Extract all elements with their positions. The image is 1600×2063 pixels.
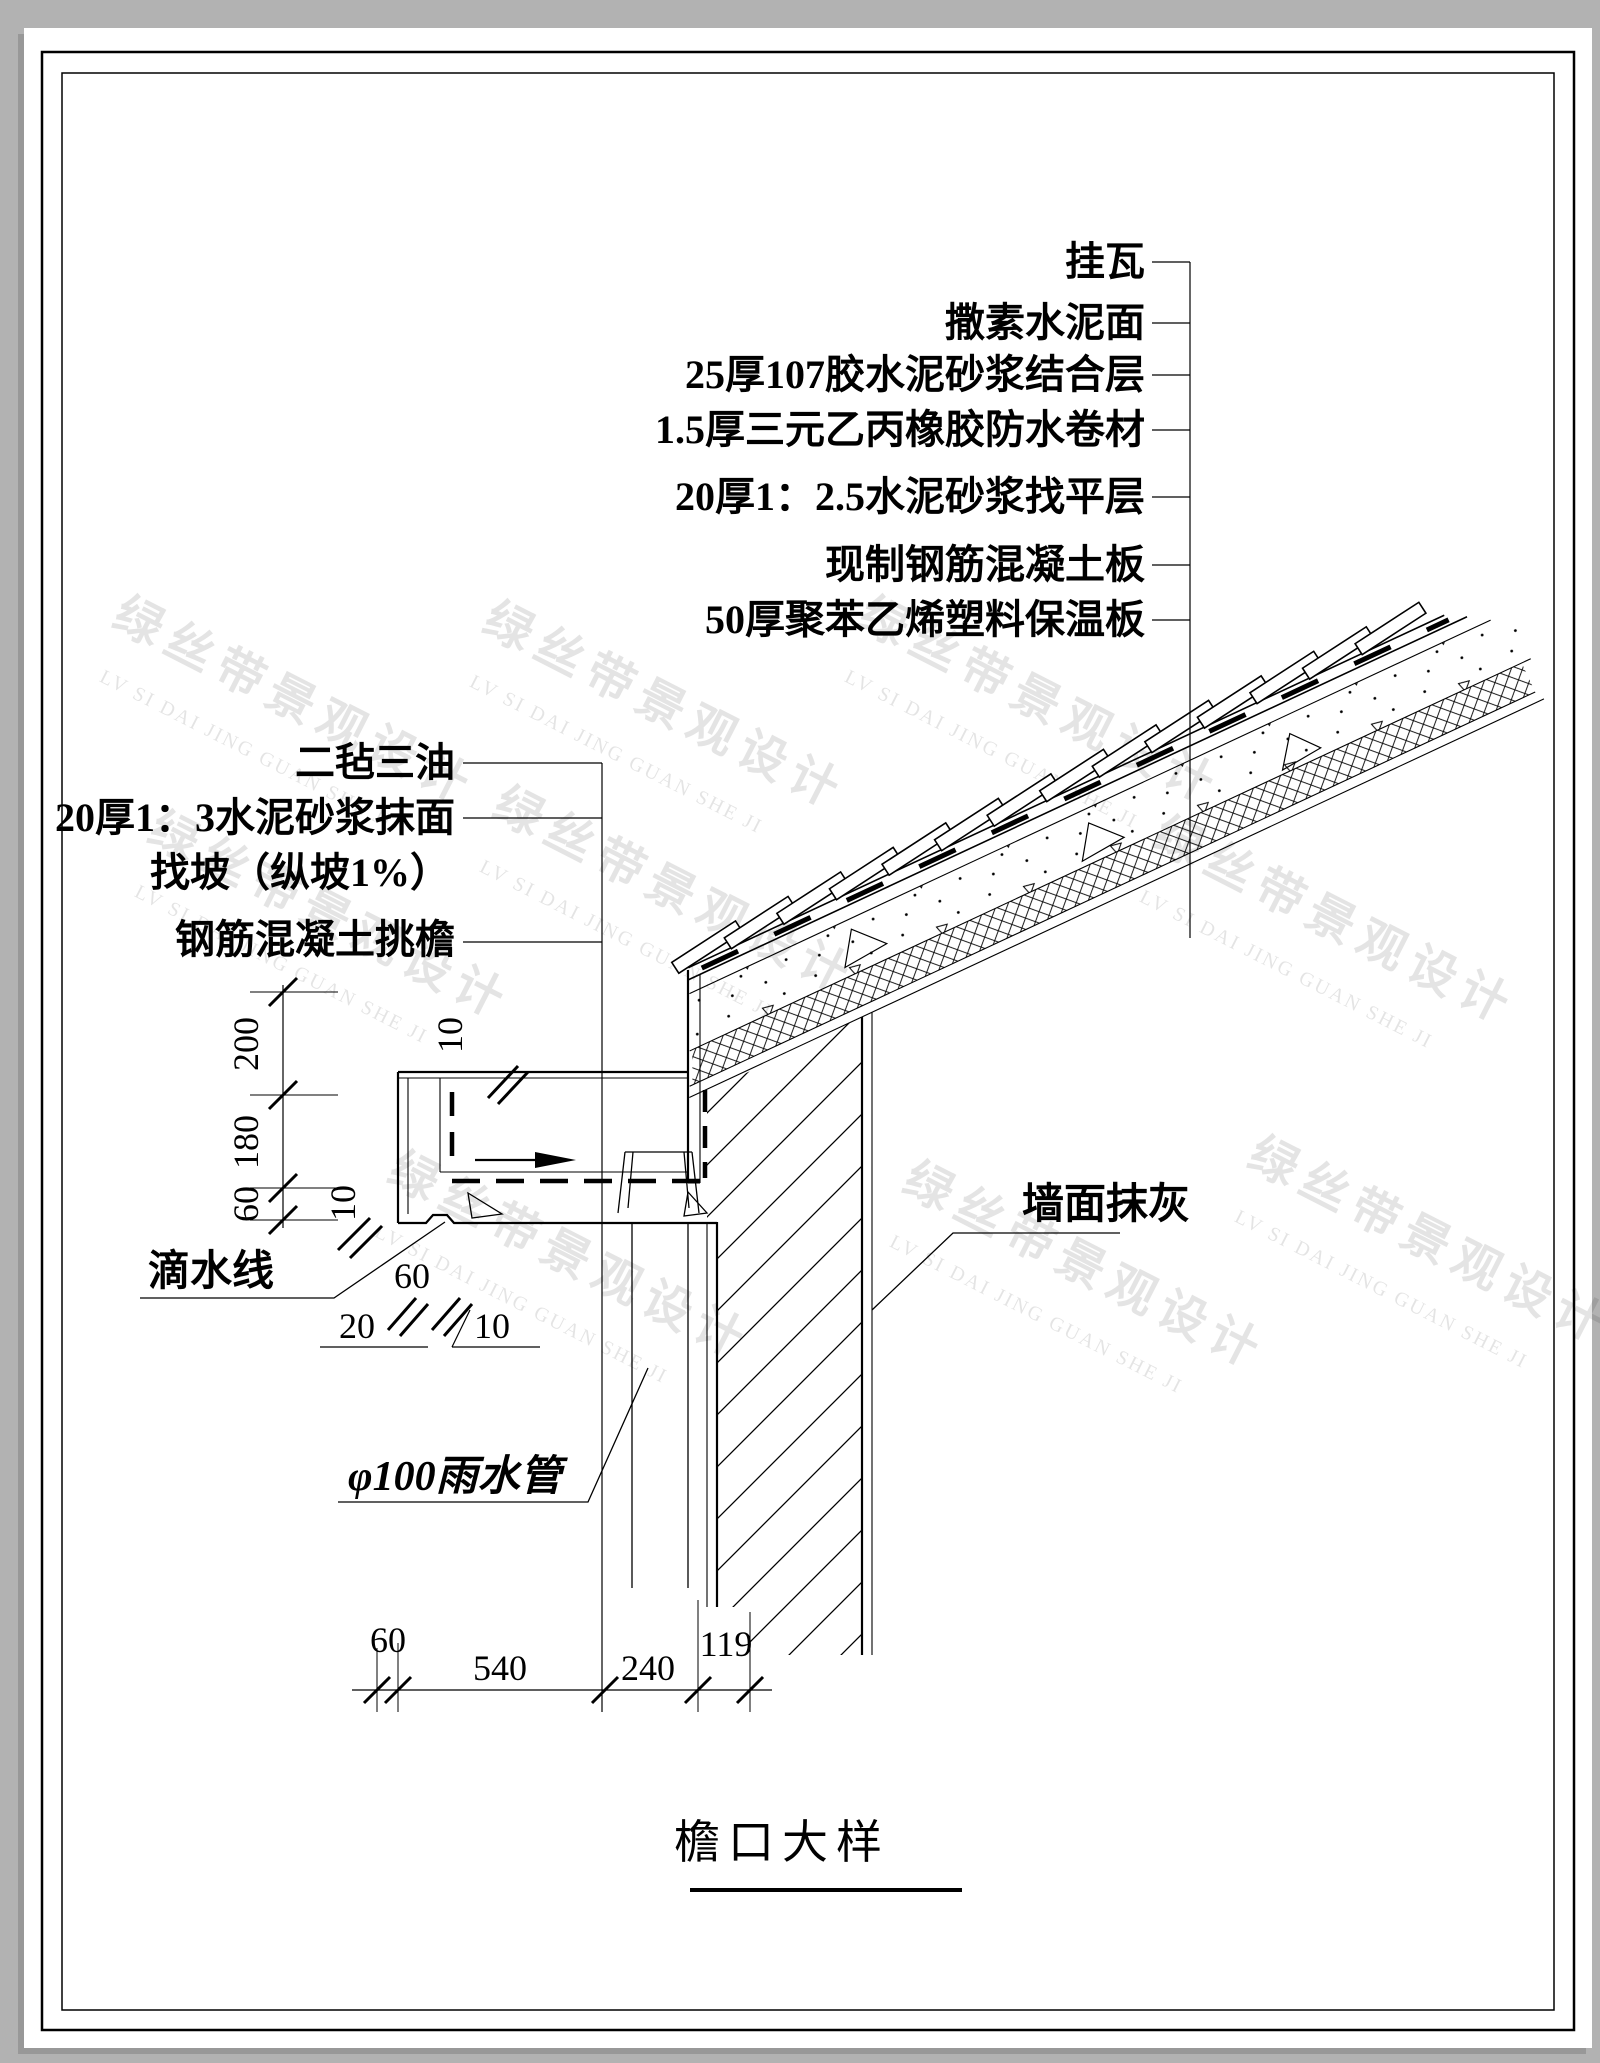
dim-10-cover-ticks — [486, 1064, 530, 1106]
dim-g20: 20 — [339, 1306, 375, 1346]
roof-tile — [1353, 601, 1428, 656]
roof-tile — [670, 919, 744, 975]
roof-tile — [880, 821, 954, 877]
roof-tile — [723, 895, 797, 950]
rain-downpipe — [631, 1223, 689, 1588]
bottom-dimension-chain: 60 540 240 119 — [352, 1600, 772, 1712]
slope-symbol — [467, 1191, 504, 1219]
inner-border — [61, 72, 1555, 2011]
dim-w60: 60 — [370, 1620, 406, 1660]
fascia-inner — [688, 974, 701, 1184]
gutter-soffit-with-drip-notch — [398, 1213, 717, 1225]
insulation-fill — [692, 662, 1536, 1086]
paper-sheet — [18, 28, 1592, 2054]
sloped-roof-assembly — [670, 601, 1545, 1098]
label-felt: 二毡三油 — [295, 740, 455, 785]
drawing-title: 檐口大样 — [674, 1817, 890, 1868]
dim-10-bottom: 10 — [323, 1185, 363, 1221]
insulation-bottom-line — [689, 691, 1536, 1087]
label-screed: 20厚1：2.5水泥砂浆找平层 — [675, 474, 1145, 519]
h-dim-ticks — [362, 1675, 765, 1705]
rain-pipe-callout: φ100雨水管 — [338, 1367, 649, 1503]
slab-top-line — [689, 619, 1491, 995]
roof-layer-leader-lines — [1152, 261, 1191, 938]
label-waterproof: 1.5厚三元乙丙橡胶防水卷材 — [655, 407, 1145, 452]
wall-plaster-label: 墙面抹灰 — [1022, 1181, 1190, 1228]
thickness-dims: 10 10 — [323, 1017, 530, 1260]
eave-note-leader-lines — [463, 762, 603, 1712]
v-dim-extensions — [250, 991, 338, 1221]
h-dim-extensions — [376, 1600, 751, 1712]
label-cement-face: 撒素水泥面 — [945, 300, 1145, 345]
gutter-dim-lines — [320, 1309, 540, 1348]
rain-pipe-label: φ100雨水管 — [348, 1453, 569, 1500]
dim-60: 60 — [226, 1186, 266, 1222]
roof-layer-callouts: 挂瓦 撒素水泥面 25厚107胶水泥砂浆结合层 1.5厚三元乙丙橡胶防水卷材 2… — [655, 239, 1191, 938]
dim-180: 180 — [226, 1115, 266, 1169]
drip-line-callout: 滴水线 — [140, 1221, 446, 1299]
roof-tile — [986, 772, 1060, 828]
flow-arrow-head — [535, 1152, 576, 1168]
dim-w119: 119 — [700, 1624, 753, 1664]
aggregate-triangle — [844, 928, 889, 969]
ceiling-plaster-line — [689, 698, 1545, 1098]
roof-tiles — [670, 601, 1428, 975]
eave-gutter — [396, 970, 717, 1588]
label-insulation: 50厚聚苯乙烯塑料保温板 — [705, 597, 1145, 642]
dim-10-cover: 10 — [430, 1017, 470, 1053]
label-mortar-face: 20厚1：3水泥砂浆抹面 — [55, 795, 455, 840]
dim-g60: 60 — [394, 1256, 430, 1296]
slope-symbol — [683, 1190, 709, 1217]
drain-funnel — [617, 1151, 700, 1214]
gutter-edge-dims: 60 20 10 — [320, 1256, 540, 1348]
roof-tile — [828, 846, 902, 901]
dim-w240: 240 — [621, 1648, 675, 1688]
label-slope: 找坡（纵坡1%） — [150, 850, 450, 895]
roof-tile — [1248, 650, 1322, 705]
label-tile: 挂瓦 — [1065, 239, 1145, 284]
roof-tile — [1091, 723, 1165, 779]
gutter-dim-ticks — [386, 1297, 474, 1337]
dim-w540: 540 — [473, 1648, 527, 1688]
label-rc-slab: 现制钢筋混凝土板 — [825, 542, 1145, 587]
eave-note-callouts: 二毡三油 20厚1：3水泥砂浆抹面 找坡（纵坡1%） 钢筋混凝土挑檐 — [55, 740, 603, 1712]
vertical-dimension-chain: 200 180 60 — [226, 976, 338, 1236]
waterproof-membrane-dashes — [700, 617, 1450, 971]
wall-section — [706, 1012, 873, 1655]
roof-tile — [1301, 625, 1375, 681]
wall-hatch-fill — [707, 1017, 862, 1655]
wall-plaster-leader — [871, 1232, 1120, 1311]
drip-line-leader — [140, 1221, 446, 1299]
roof-tile — [933, 797, 1007, 852]
roof-tile — [1143, 699, 1217, 754]
drip-line-label: 滴水线 — [148, 1248, 274, 1295]
v-dim-ticks — [267, 976, 299, 1236]
label-bond-coat: 25厚107胶水泥砂浆结合层 — [685, 352, 1145, 397]
aggregate-triangle — [1081, 822, 1126, 863]
rain-pipe-leader — [338, 1367, 649, 1503]
aggregate-triangle — [1281, 732, 1323, 772]
slab-bottom-line — [689, 658, 1531, 1052]
outer-border — [40, 50, 1576, 2032]
membrane-bottom-line — [688, 616, 1468, 981]
wall-plaster-callout: 墙面抹灰 — [871, 1181, 1190, 1311]
label-cantilever: 钢筋混凝土挑檐 — [175, 917, 455, 962]
dim-10-bottom-ticks — [336, 1216, 384, 1260]
dim-200: 200 — [226, 1017, 266, 1071]
concrete-slab-fill — [692, 611, 1531, 1050]
dim-g10: 10 — [474, 1306, 510, 1346]
roof-tile — [1038, 748, 1112, 803]
drawing-title-block: 檐口大样 — [674, 1817, 962, 1892]
roof-tile — [775, 870, 849, 926]
roof-tile — [1196, 674, 1270, 730]
